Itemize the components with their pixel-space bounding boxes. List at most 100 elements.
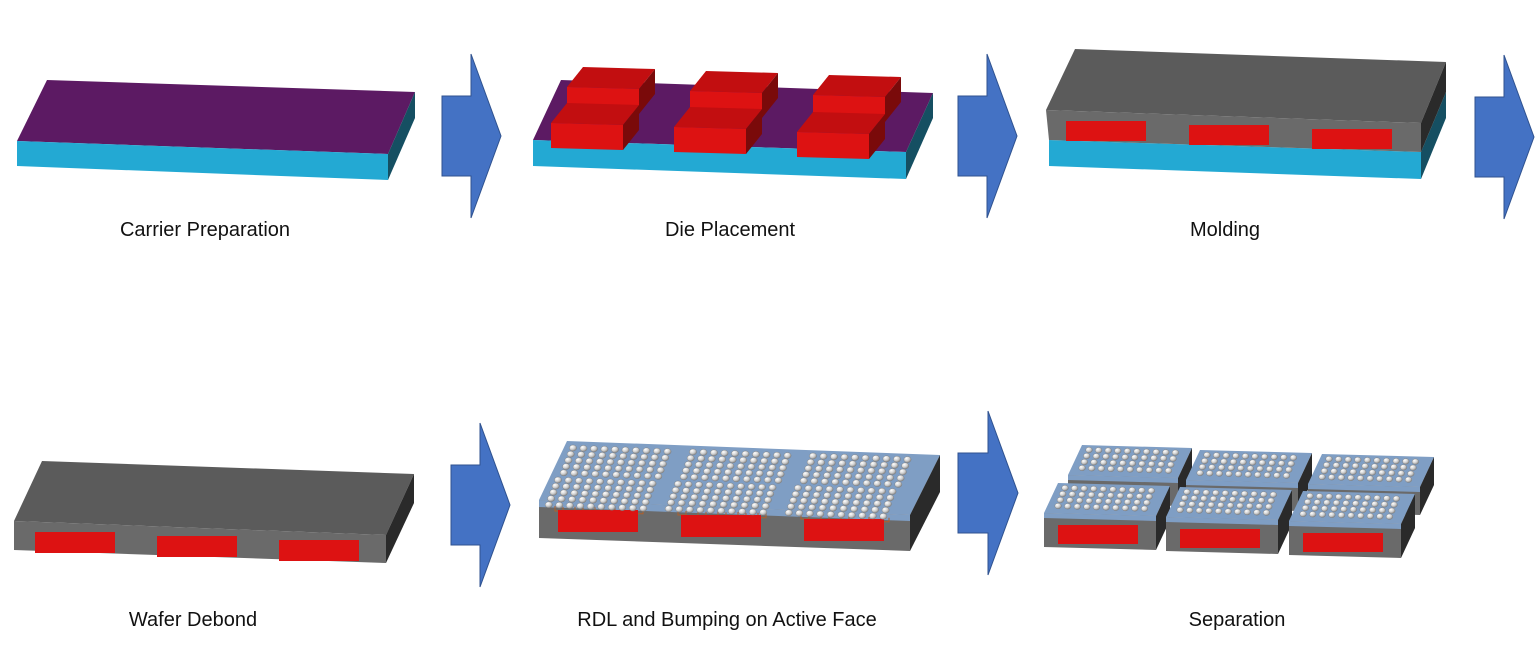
solder-bump xyxy=(1143,499,1151,506)
solder-bump xyxy=(1258,459,1266,466)
solder-bump xyxy=(1340,468,1348,475)
solder-bump xyxy=(764,496,772,504)
solder-bump xyxy=(638,459,646,467)
solder-bump xyxy=(741,450,750,458)
solder-bump xyxy=(1186,507,1194,514)
solder-bump xyxy=(581,470,589,477)
step-label-wafer-debond: Wafer Debond xyxy=(128,609,258,631)
solder-bump xyxy=(823,472,831,479)
solder-bump xyxy=(1397,470,1405,477)
solder-bump xyxy=(575,477,583,485)
solder-bump xyxy=(873,500,882,507)
solder-bump xyxy=(734,489,743,496)
solder-bump xyxy=(1071,485,1079,492)
solder-bump xyxy=(1390,501,1398,508)
solder-bump xyxy=(1330,468,1338,475)
solder-bump xyxy=(867,487,876,495)
solder-bump xyxy=(758,463,766,471)
solder-bump xyxy=(1090,459,1098,466)
solder-bump xyxy=(1347,474,1355,481)
solder-bump xyxy=(646,466,654,474)
solder-bump xyxy=(1280,454,1288,461)
solder-bump xyxy=(1111,453,1119,460)
solder-bump xyxy=(1354,494,1362,501)
solder-bump xyxy=(1208,464,1216,471)
solder-bump xyxy=(1383,495,1391,502)
solder-bump xyxy=(854,493,863,500)
package-side-face xyxy=(1156,486,1170,550)
solder-bump xyxy=(854,473,863,480)
solder-bump xyxy=(1212,489,1220,496)
molding-illustration xyxy=(1046,49,1446,179)
solder-bump xyxy=(764,476,772,484)
solder-bump xyxy=(759,509,768,516)
solder-bump xyxy=(1198,501,1206,508)
solder-bump xyxy=(1253,509,1261,516)
solder-bump xyxy=(1263,472,1271,479)
step-label-rdl-bumping: RDL and Bumping on Active Face xyxy=(577,609,877,631)
die-block xyxy=(551,103,639,150)
solder-bump xyxy=(1229,496,1237,503)
solder-bump xyxy=(614,465,623,472)
mold-side-face xyxy=(386,474,414,563)
solder-bump xyxy=(1269,491,1277,498)
solder-bump xyxy=(884,480,892,488)
solder-bump xyxy=(791,490,800,498)
solder-bump xyxy=(701,474,709,481)
solder-bump xyxy=(768,464,777,471)
solder-bump xyxy=(1225,470,1233,477)
solder-bump xyxy=(1054,502,1062,510)
solder-bump xyxy=(781,458,790,466)
carrier-front-face xyxy=(1049,140,1421,179)
solder-bump xyxy=(740,502,749,509)
solder-bump xyxy=(675,505,684,513)
solder-bump xyxy=(1366,475,1374,482)
solder-bump xyxy=(1169,455,1177,462)
solder-bump xyxy=(1335,456,1343,463)
solder-bump xyxy=(557,495,566,503)
solder-bump xyxy=(1344,494,1352,501)
solder-bump xyxy=(789,497,798,504)
solder-bump xyxy=(661,454,670,462)
solder-bump xyxy=(711,474,720,482)
carrier-side-face xyxy=(906,93,933,179)
solder-bump xyxy=(1243,509,1251,516)
solder-bump xyxy=(612,471,621,479)
solder-bump xyxy=(606,478,615,486)
solder-bump xyxy=(1124,499,1132,506)
solder-bump xyxy=(1337,512,1345,519)
solder-bump xyxy=(629,453,638,460)
solder-bump xyxy=(619,452,628,460)
solder-bump xyxy=(1255,503,1263,510)
solder-bump xyxy=(773,451,781,459)
solder-bump xyxy=(654,473,663,480)
flow-arrow xyxy=(1474,54,1535,220)
carrier-side-face xyxy=(1421,92,1446,179)
solder-bump xyxy=(766,490,775,498)
solder-bump xyxy=(751,502,759,510)
embedded-die xyxy=(804,519,884,541)
solder-bump xyxy=(726,482,735,490)
solder-bump xyxy=(1148,461,1156,468)
solder-bump xyxy=(1140,505,1148,512)
solder-bump xyxy=(581,490,589,497)
solder-bump xyxy=(591,490,600,498)
solder-bump xyxy=(728,507,736,515)
solder-bump xyxy=(1238,496,1246,503)
solder-bump xyxy=(857,487,865,494)
solder-bump xyxy=(564,457,573,464)
die-top-face xyxy=(690,71,778,93)
solder-bump xyxy=(663,448,672,455)
solder-bump xyxy=(623,491,631,499)
separation-illustration xyxy=(1044,445,1434,558)
solder-bump xyxy=(1140,454,1148,461)
solder-bump xyxy=(819,453,828,460)
solder-bump xyxy=(627,459,636,467)
solder-bump xyxy=(1395,476,1403,483)
solder-bump xyxy=(903,456,912,463)
solder-bump xyxy=(554,476,562,484)
solder-bump xyxy=(612,491,621,499)
solder-bump xyxy=(1373,495,1381,502)
solder-bump xyxy=(739,456,748,464)
solder-bump xyxy=(761,502,770,510)
